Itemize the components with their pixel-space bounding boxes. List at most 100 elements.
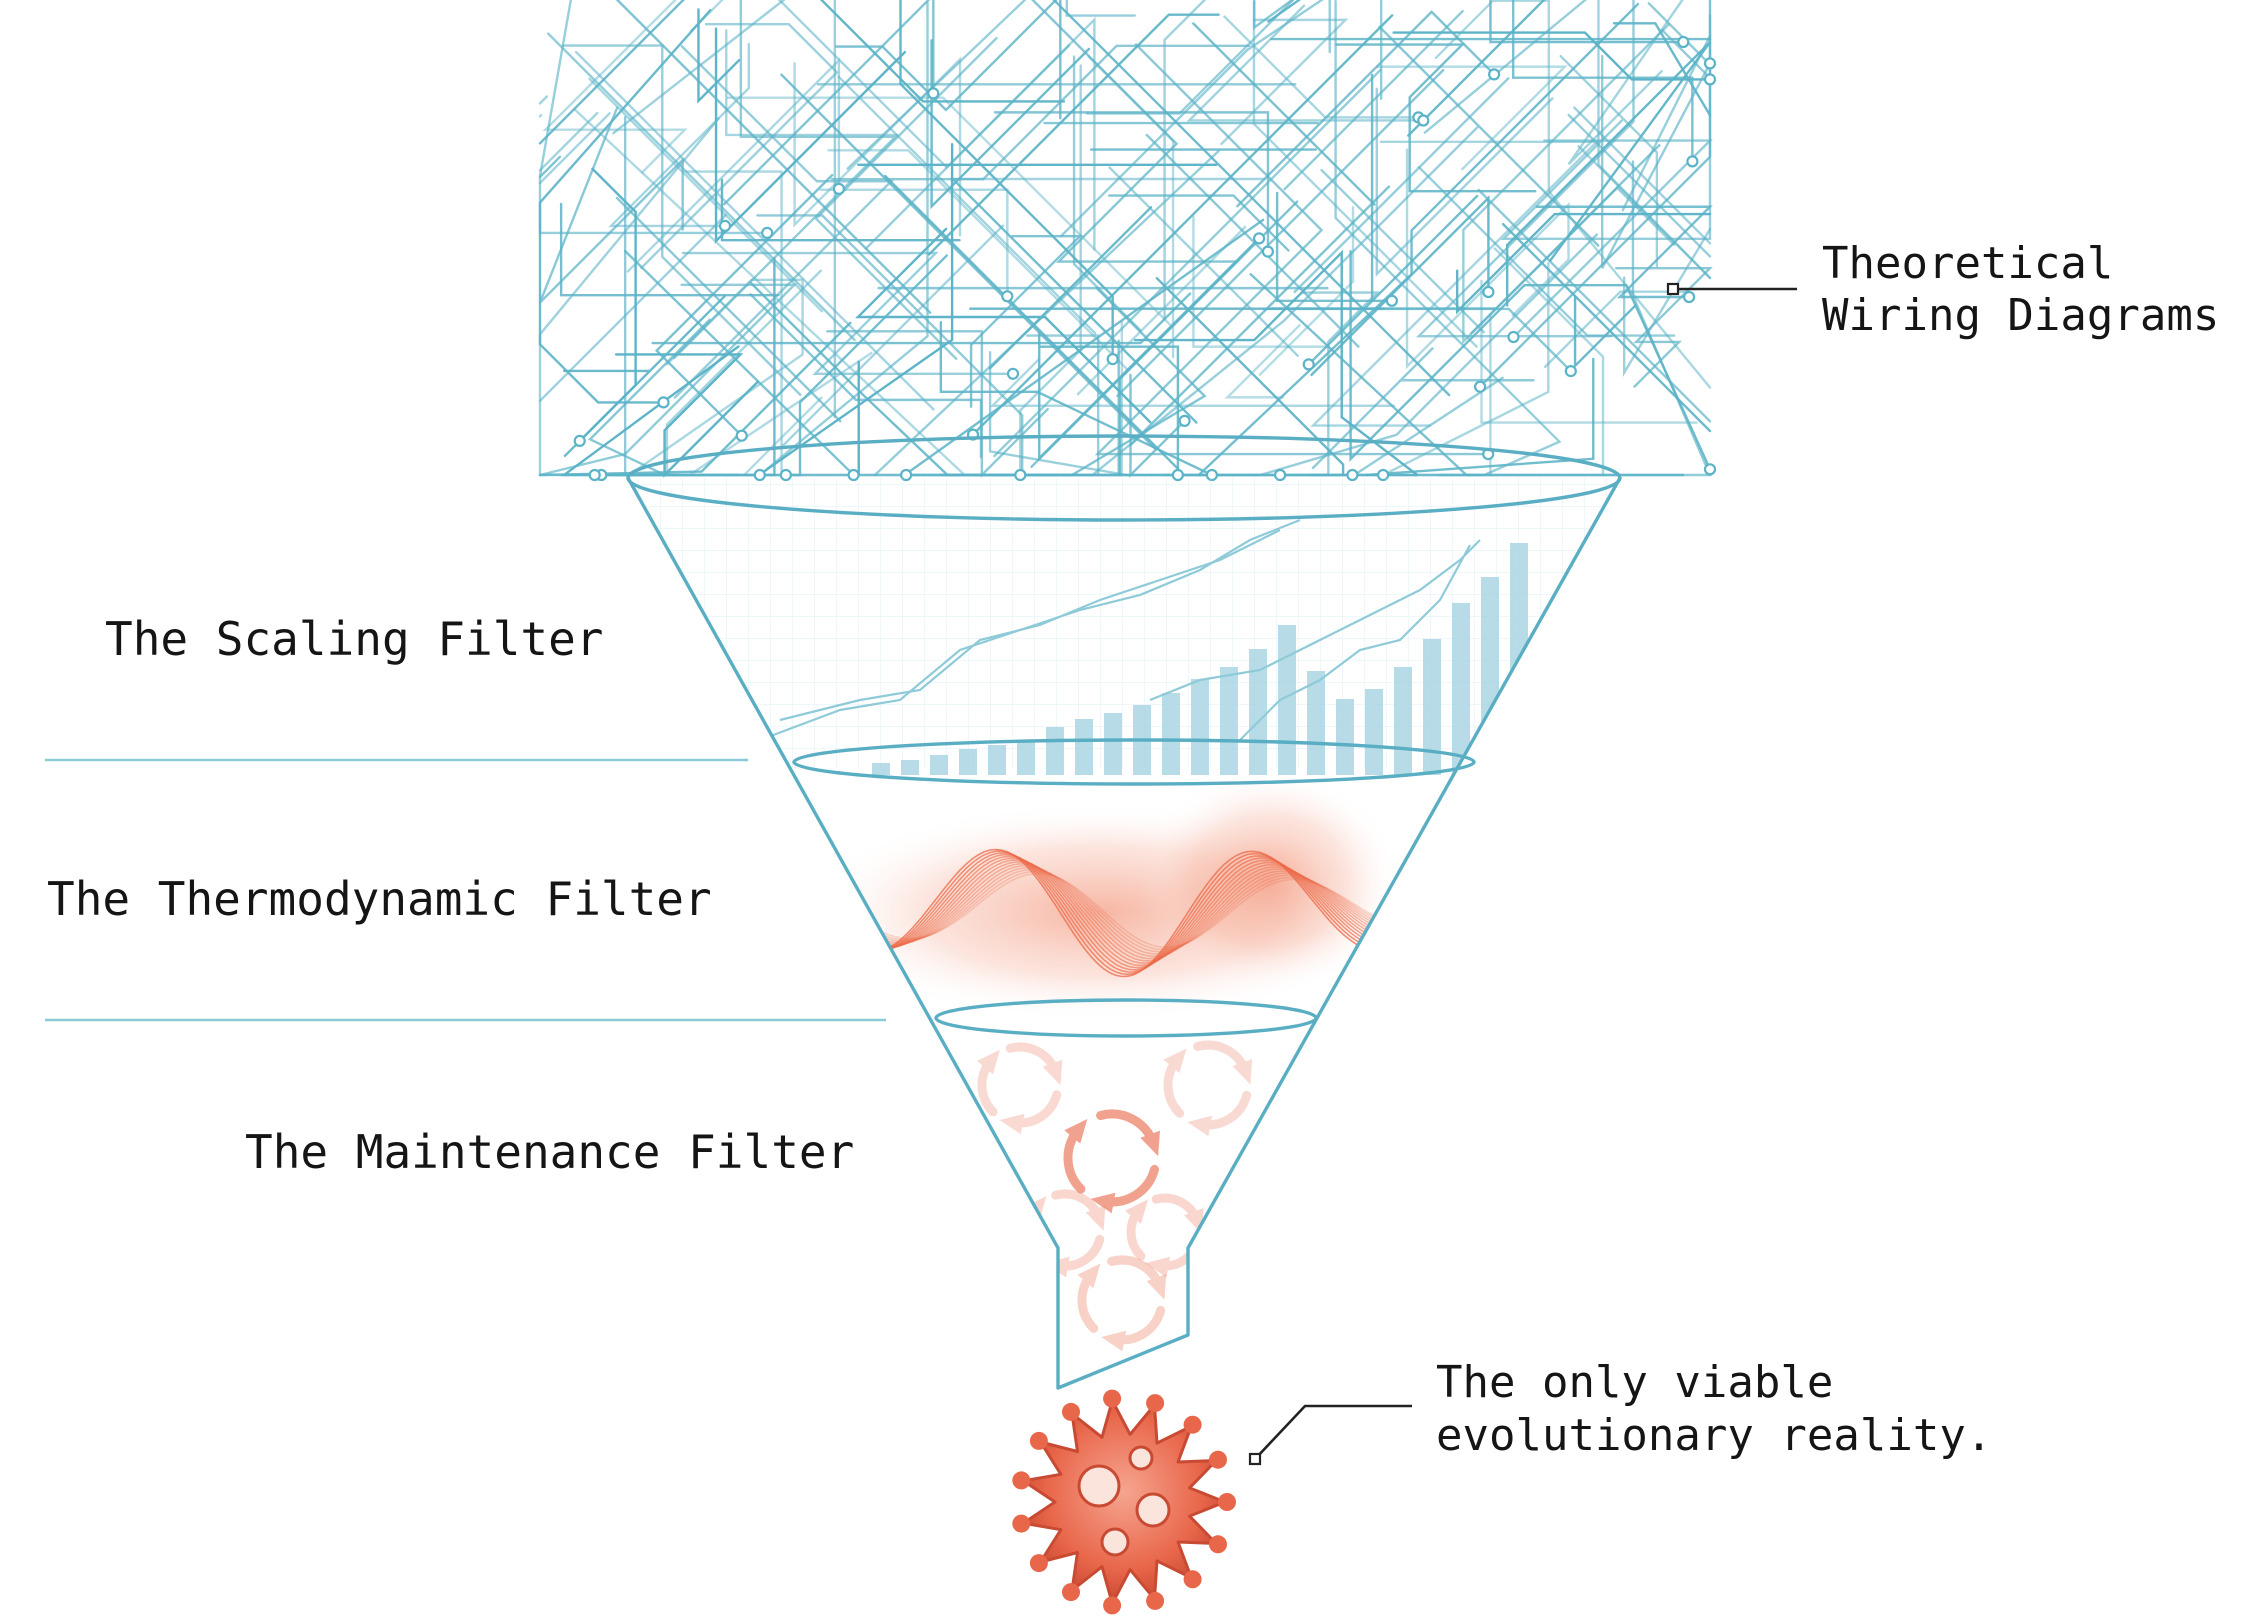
wire-diagonal	[1660, 28, 1712, 80]
organism-nub	[1209, 1535, 1227, 1554]
thermodynamic-filter-label: The Thermodynamic Filter	[47, 872, 712, 926]
trend-lines	[759, 518, 1481, 742]
wire-diagonal	[1320, 168, 1486, 334]
wire-path	[1493, 247, 1605, 477]
wire-path	[1253, 0, 1294, 30]
cycle-arrowhead	[999, 1113, 1025, 1135]
organism-nub	[1183, 1570, 1202, 1589]
chart-bar	[1220, 667, 1238, 775]
wire-path	[1224, 324, 1301, 399]
wire-node	[1677, 35, 1690, 49]
wire-node	[1682, 290, 1696, 304]
organism-pore	[1128, 1445, 1154, 1471]
wire-path	[1500, 14, 1712, 241]
cycle-arrows	[1163, 1040, 1253, 1137]
chart-bar	[1046, 727, 1064, 775]
wire-path	[1192, 215, 1329, 348]
chart-bar	[1104, 713, 1122, 775]
funnel-content	[628, 478, 1620, 1352]
wire-path	[1267, 0, 1546, 137]
wire-diagonal	[781, 224, 1004, 448]
cycle-arc	[1008, 1090, 1062, 1128]
wire-diagonal	[1076, 225, 1247, 396]
wire-path	[1622, 227, 1712, 377]
circuit-wiring-icon	[538, 0, 1713, 478]
wire-path	[1405, 148, 1570, 370]
wire-path	[1462, 23, 1676, 345]
wire-path	[846, 0, 1136, 170]
wire-path	[614, 353, 760, 478]
cycle-arc	[1163, 1054, 1185, 1118]
wire-node	[1385, 294, 1399, 307]
heat-glow-right	[1140, 770, 1400, 990]
cycle-arc	[1054, 1234, 1105, 1271]
wire-path	[827, 149, 1129, 372]
cycle-arc	[1151, 1193, 1202, 1225]
chart-bar	[1423, 639, 1441, 775]
wire-diagonal	[1293, 77, 1510, 294]
wire-node	[1703, 73, 1717, 86]
organism-body	[1021, 1399, 1227, 1605]
maintenance-filter-label: The Maintenance Filter	[245, 1125, 854, 1179]
wire-path	[1489, 0, 1685, 44]
chart-bar	[1017, 741, 1035, 775]
wire-diagonal	[538, 113, 543, 118]
wire-node	[1261, 245, 1275, 258]
trend-line	[779, 529, 1281, 722]
wire-path	[1038, 237, 1261, 462]
cycle-arc	[1196, 1090, 1252, 1130]
output-callout-line1: The only viable	[1436, 1357, 1833, 1408]
wire-path	[1614, 266, 1713, 388]
cycle-arrowhead	[1163, 1048, 1187, 1074]
wire-node	[1507, 330, 1520, 344]
chart-bar	[901, 760, 919, 775]
heat-wave-strand	[839, 848, 1387, 978]
chart-bar	[872, 763, 890, 775]
cycle-arrowhead	[1101, 1330, 1127, 1352]
chart-bar	[1278, 625, 1296, 775]
cycle-arrows	[1077, 1255, 1167, 1352]
output-callout: The only viable evolutionary reality.	[1248, 1357, 1992, 1466]
chart-bar	[1452, 603, 1470, 775]
wire-diagonal	[547, 32, 856, 342]
wire-path	[988, 351, 1128, 477]
wire-path	[538, 283, 798, 477]
scaling-band-edge	[792, 738, 1476, 786]
wire-path	[904, 126, 1479, 477]
heat-wave-icon	[839, 848, 1387, 978]
wire-diagonal	[1501, 222, 1712, 433]
wire-diagonal	[538, 0, 685, 145]
wire-node	[1106, 353, 1119, 366]
chart-bar	[959, 749, 977, 775]
wire-path	[542, 0, 688, 174]
cycle-arrowhead	[1145, 1256, 1171, 1278]
cycle-arc	[1107, 1255, 1165, 1291]
cycle-arc	[1193, 1040, 1251, 1076]
callout-leader-bottom	[1255, 1404, 1412, 1459]
wire-path	[1375, 87, 1554, 277]
chart-bar	[930, 755, 948, 775]
wire-path	[1415, 0, 1635, 338]
callout-node-bottom	[1248, 1452, 1262, 1466]
heat-wave-strand	[839, 852, 1387, 973]
organism-nub	[1183, 1415, 1202, 1434]
cycle-arrowhead	[1146, 1274, 1167, 1300]
wire-diagonal	[615, 0, 932, 314]
cycle-arrowhead	[1125, 1199, 1148, 1224]
cycle-arrowhead	[1064, 1119, 1088, 1144]
heat-wave-strand	[839, 850, 1386, 976]
wire-diagonal	[988, 206, 1153, 370]
cycle-arc	[1051, 1189, 1104, 1223]
wire-diagonal	[1477, 188, 1712, 423]
wire-diagonal	[1567, 113, 1712, 258]
wire-path	[640, 23, 839, 270]
organism-nub	[1146, 1591, 1165, 1610]
wire-path	[1612, 22, 1712, 117]
organism-nub	[1209, 1450, 1227, 1469]
cycle-arrowhead	[1140, 1130, 1160, 1157]
wire-path	[562, 294, 726, 458]
wire-node	[927, 87, 940, 100]
wire-path	[834, 0, 1062, 120]
wire-node	[1302, 358, 1315, 371]
